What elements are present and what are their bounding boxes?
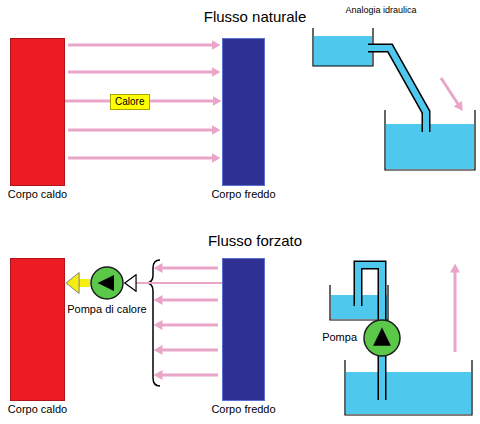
box-label: Calore: [111, 95, 149, 109]
water: [314, 36, 372, 66]
pump-body: [91, 267, 123, 299]
pump-symbol: [90, 266, 124, 300]
heat-pump: Pompa di calore: [90, 266, 124, 300]
pipe: [368, 48, 426, 132]
shape-caption: Corpo freddo: [211, 403, 275, 416]
pump-body: [364, 320, 400, 356]
hot-body: Corpo caldo: [10, 38, 65, 186]
shape-caption: Pompa di calore: [67, 303, 147, 316]
heat-arrow: [162, 374, 218, 377]
delivered-heat-arrow: [79, 279, 90, 287]
section-subtitle: Analogia idraulica: [345, 5, 416, 16]
hot-body: Corpo caldo: [10, 258, 65, 401]
tank: [345, 360, 472, 415]
pump-triangle: [98, 275, 114, 291]
heat-arrow: [68, 157, 212, 160]
heat-arrow: [68, 129, 212, 132]
bracket: [146, 260, 160, 386]
heat-arrows: [162, 268, 218, 375]
pumped-heat-arrow: [136, 282, 222, 284]
hydraulic-analogy: [313, 28, 475, 170]
heat-arrow: [162, 324, 218, 327]
heat-arrow: [162, 349, 218, 352]
shape-caption: Corpo caldo: [8, 188, 67, 201]
water-pump: Pompa: [363, 319, 401, 357]
heat-arrow: [68, 44, 212, 47]
pump-triangle: [373, 328, 391, 346]
heat-arrow: [68, 71, 212, 74]
flow-arrow: [441, 78, 458, 104]
section-title: Flusso forzato: [208, 232, 302, 250]
section-title: Flusso naturale: [204, 8, 307, 26]
pipe: [368, 48, 426, 133]
water: [346, 372, 471, 414]
shape-caption: Corpo freddo: [211, 188, 275, 201]
shape-caption: Corpo caldo: [8, 403, 67, 416]
pump-symbol: [363, 319, 401, 357]
heat-arrow: [162, 299, 218, 302]
heat-arrow: [162, 267, 218, 270]
cold-body: Corpo freddo: [222, 38, 265, 186]
cold-body: Corpo freddo: [222, 258, 265, 401]
flow-arrow: [454, 272, 457, 352]
shape-caption: Pompa: [322, 331, 357, 344]
heat-label-box: Calore: [110, 94, 150, 110]
tank: [313, 28, 373, 66]
